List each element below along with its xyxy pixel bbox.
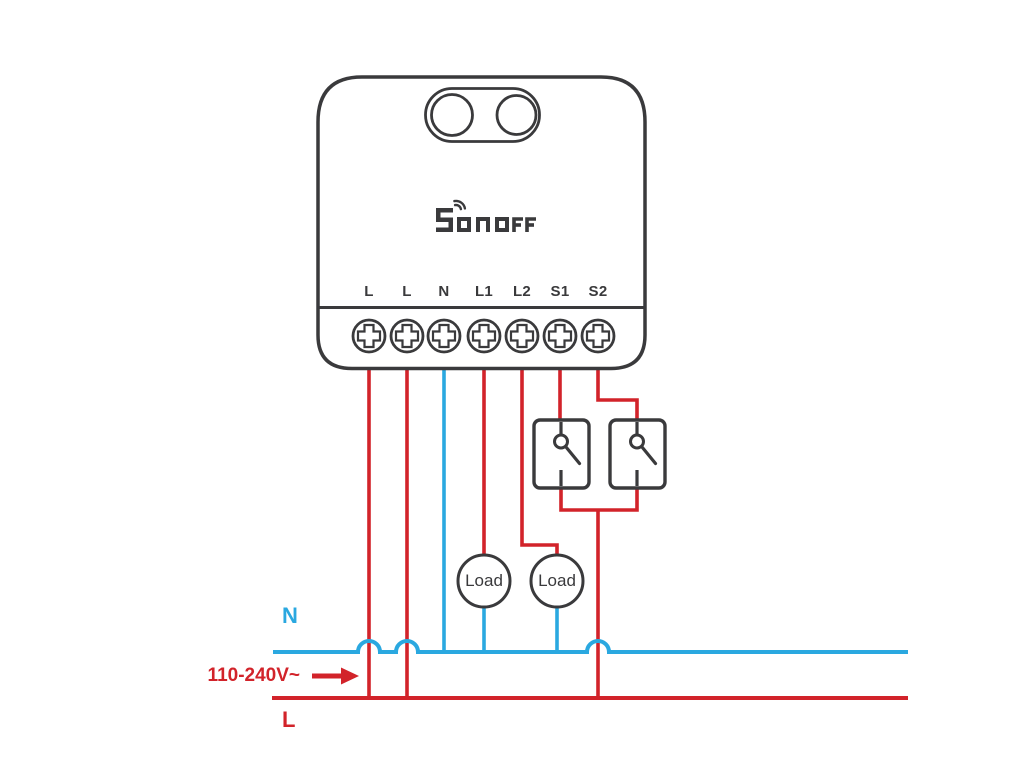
- terminal-screw-6: [542, 318, 578, 354]
- terminal-screw-1: [351, 318, 387, 354]
- terminal-label-l1: L1: [474, 283, 494, 300]
- wire-l2-to-load2: [520, 366, 559, 557]
- voltage-label: 110-240V~: [207, 665, 300, 686]
- terminal-label-l-2: L: [402, 283, 412, 300]
- terminal-screw-5: [504, 318, 540, 354]
- sonoff-logo: [436, 199, 536, 232]
- terminal-screw-3: [426, 318, 462, 354]
- terminal-screw-2: [389, 318, 425, 354]
- switch-1-pivot: [553, 433, 569, 450]
- wifi-waves-icon: [453, 199, 467, 211]
- logo-letter-f2: [525, 217, 536, 232]
- logo-letter-o2: [495, 217, 509, 232]
- load-1-circle: [456, 553, 512, 609]
- neutral-bus-label: N: [282, 603, 298, 628]
- logo-letter-s: [436, 208, 453, 232]
- indicator-pill: [424, 87, 541, 143]
- logo-letter-f1: [512, 217, 523, 232]
- wall-switch-1: [532, 418, 591, 490]
- terminal-label-l-1: L: [364, 283, 374, 300]
- terminal-label-n: N: [438, 283, 450, 300]
- logo-letter-o1: [457, 217, 471, 232]
- sonoff-device: [316, 75, 647, 371]
- terminal-label-l2: L2: [512, 283, 532, 300]
- terminal-label-s2: S2: [588, 283, 608, 300]
- neutral-bus-line: [273, 639, 908, 654]
- switch-2-pivot: [629, 433, 645, 450]
- device-outline: [316, 75, 647, 371]
- terminal-label-s1: S1: [550, 283, 570, 300]
- indicator-circle-left: [430, 93, 474, 137]
- wall-switch-2: [608, 418, 667, 490]
- neutral-wires: [442, 366, 559, 652]
- switch-2-lever: [640, 445, 658, 466]
- load-2-label: Load: [538, 571, 576, 590]
- terminal-screws: [351, 318, 616, 354]
- wire-s2-to-switch2: [596, 366, 639, 422]
- voltage-arrow-icon: [312, 667, 359, 685]
- logo-letter-n: [476, 217, 490, 232]
- live-bus-label: L: [282, 707, 296, 732]
- switch-1-lever: [564, 445, 582, 466]
- load-1-label: Load: [465, 571, 503, 590]
- switch-1-body: [532, 418, 591, 490]
- indicator-circle-right: [495, 94, 538, 136]
- switch-2-body: [608, 418, 667, 490]
- terminal-screw-4: [466, 318, 502, 354]
- live-wires: [367, 366, 639, 698]
- terminal-screw-7: [580, 318, 616, 354]
- load-2-circle: [529, 553, 585, 609]
